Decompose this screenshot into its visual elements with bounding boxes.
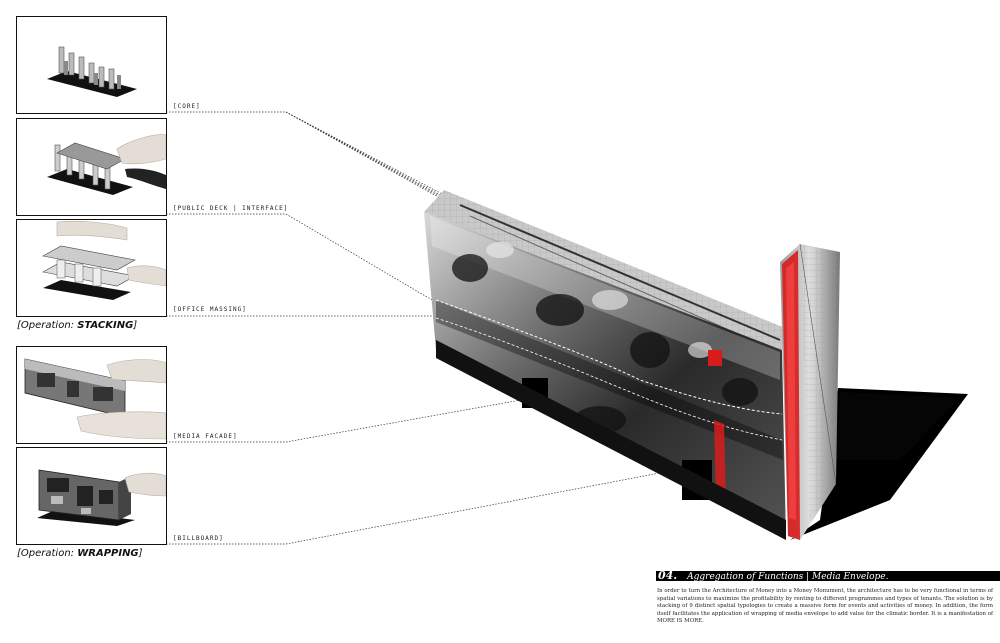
panel-public-deck	[16, 118, 167, 216]
core-model-image	[47, 46, 137, 97]
leader-public-deck	[166, 213, 433, 301]
caption-body: In order to turn the Architecture of Mon…	[657, 588, 993, 625]
operation-stacking: [Operation: STACKING]	[17, 320, 138, 331]
panel-office-massing	[16, 219, 167, 317]
panel-media-facade	[16, 346, 167, 444]
public-deck-model-image	[47, 134, 166, 195]
media-envelope-facade	[424, 212, 786, 540]
caption-title: Aggregation of Functions | Media Envelop…	[687, 572, 889, 581]
label-public-deck: [PUBLIC DECK | INTERFACE]	[173, 205, 289, 212]
caption-number: 04.	[658, 571, 678, 581]
panel-core	[16, 16, 167, 114]
label-media-facade: [MEDIA FACADE]	[173, 433, 238, 440]
billboard-model-image	[37, 469, 166, 526]
caption-title-bar: 04. Aggregation of Functions | Media Enve…	[656, 571, 1000, 581]
label-billboard: [BILLBOARD]	[173, 535, 224, 542]
label-office-massing: [OFFICE MASSING]	[173, 306, 247, 313]
media-facade-model-image	[24, 358, 166, 440]
panel-billboard	[16, 447, 167, 545]
leader-billboard	[166, 471, 666, 545]
office-massing-model-image	[42, 220, 166, 300]
operation-wrapping: [Operation: WRAPPING]	[17, 548, 143, 559]
label-core: [CORE]	[173, 103, 201, 110]
leader-media-facade	[166, 397, 533, 443]
leader-core-3	[285, 111, 469, 211]
